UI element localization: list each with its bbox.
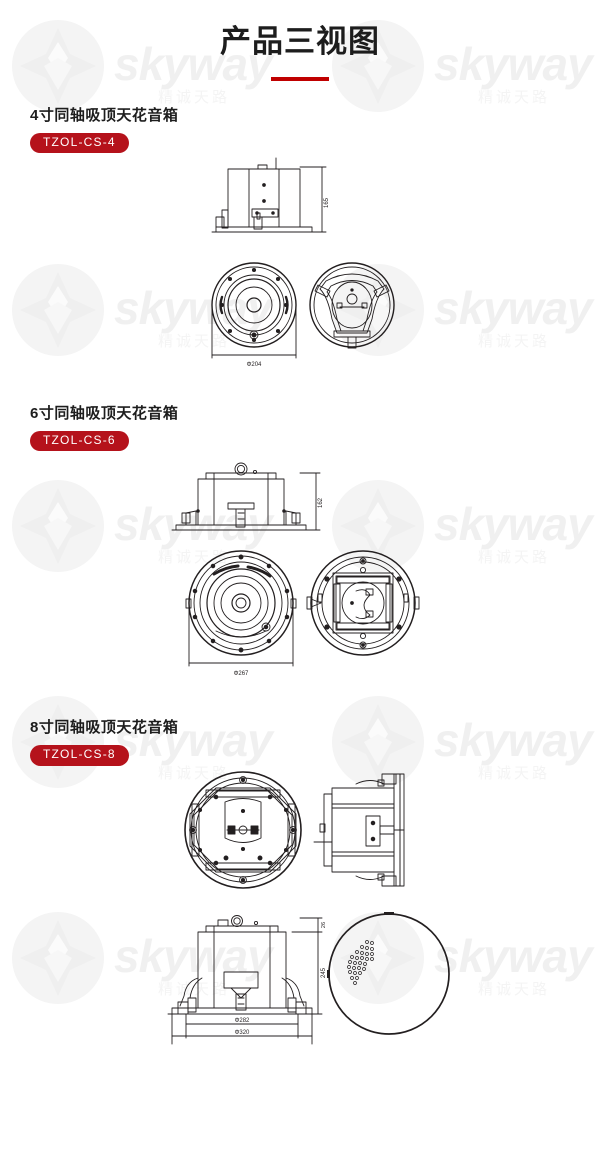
model-badge-cs-8: TZOL-CS-8 <box>30 745 129 766</box>
drawing-cs-6: 162 <box>0 451 600 701</box>
drawing-cs-4: 165 <box>0 153 600 383</box>
dim-flange-cs-8: 26 <box>321 922 327 928</box>
page-header: 产品三视图 <box>0 0 600 81</box>
section-title-cs-8: 8寸同轴吸顶天花音箱 <box>30 719 179 737</box>
section-header-cs-4: 4寸同轴吸顶天花音箱 TZOL-CS-4 <box>0 107 600 154</box>
section-header-cs-8: 8寸同轴吸顶天花音箱 TZOL-CS-8 <box>0 719 600 766</box>
view-side-cs-8 <box>313 773 405 887</box>
dim-outer-cs-8: Φ320 <box>235 1030 250 1036</box>
section-cs-4: 4寸同轴吸顶天花音箱 TZOL-CS-4 <box>0 107 600 383</box>
section-title-cs-4: 4寸同轴吸顶天花音箱 <box>30 107 179 124</box>
view-side-cs-6: 162 <box>171 462 324 531</box>
model-badge-cs-4: TZOL-CS-4 <box>30 133 129 154</box>
model-badge-cs-6: TZOL-CS-6 <box>30 431 129 452</box>
section-title-cs-6: 6寸同轴吸顶天花音箱 <box>30 405 179 423</box>
dim-cutout-cs-8: Φ282 <box>235 1018 250 1024</box>
view-section-cs-8: 26 245 Φ282 Φ320 <box>167 914 327 1045</box>
dim-height-cs-4: 165 <box>324 198 330 209</box>
view-rear-cs-6 <box>306 550 420 657</box>
section-cs-6: 6寸同轴吸顶天花音箱 TZOL-CS-6 <box>0 405 600 701</box>
section-header-cs-6: 6寸同轴吸顶天花音箱 TZOL-CS-6 <box>0 405 600 452</box>
dim-height-cs-6: 162 <box>318 498 324 509</box>
view-front-cs-6: Φ267 <box>185 550 297 677</box>
view-front-cs-4: Φ204 <box>211 262 297 368</box>
view-side-cs-4: 165 <box>211 157 330 233</box>
section-cs-8: 8寸同轴吸顶天花音箱 TZOL-CS-8 <box>0 719 600 1065</box>
view-front-cs-8 <box>327 911 450 1035</box>
page-title: 产品三视图 <box>220 24 380 59</box>
dim-height-cs-8: 245 <box>321 967 327 978</box>
view-rear-cs-4 <box>309 262 395 349</box>
view-rear-cs-8 <box>184 770 302 889</box>
drawing-cs-8: 26 245 Φ282 Φ320 <box>0 766 600 1066</box>
title-underline <box>271 77 329 81</box>
content-root: 产品三视图 4寸同轴吸顶天花音箱 TZOL-CS-4 <box>0 0 600 1065</box>
dim-diameter-cs-6: Φ267 <box>234 671 249 677</box>
dim-diameter-cs-4: Φ204 <box>247 362 262 368</box>
